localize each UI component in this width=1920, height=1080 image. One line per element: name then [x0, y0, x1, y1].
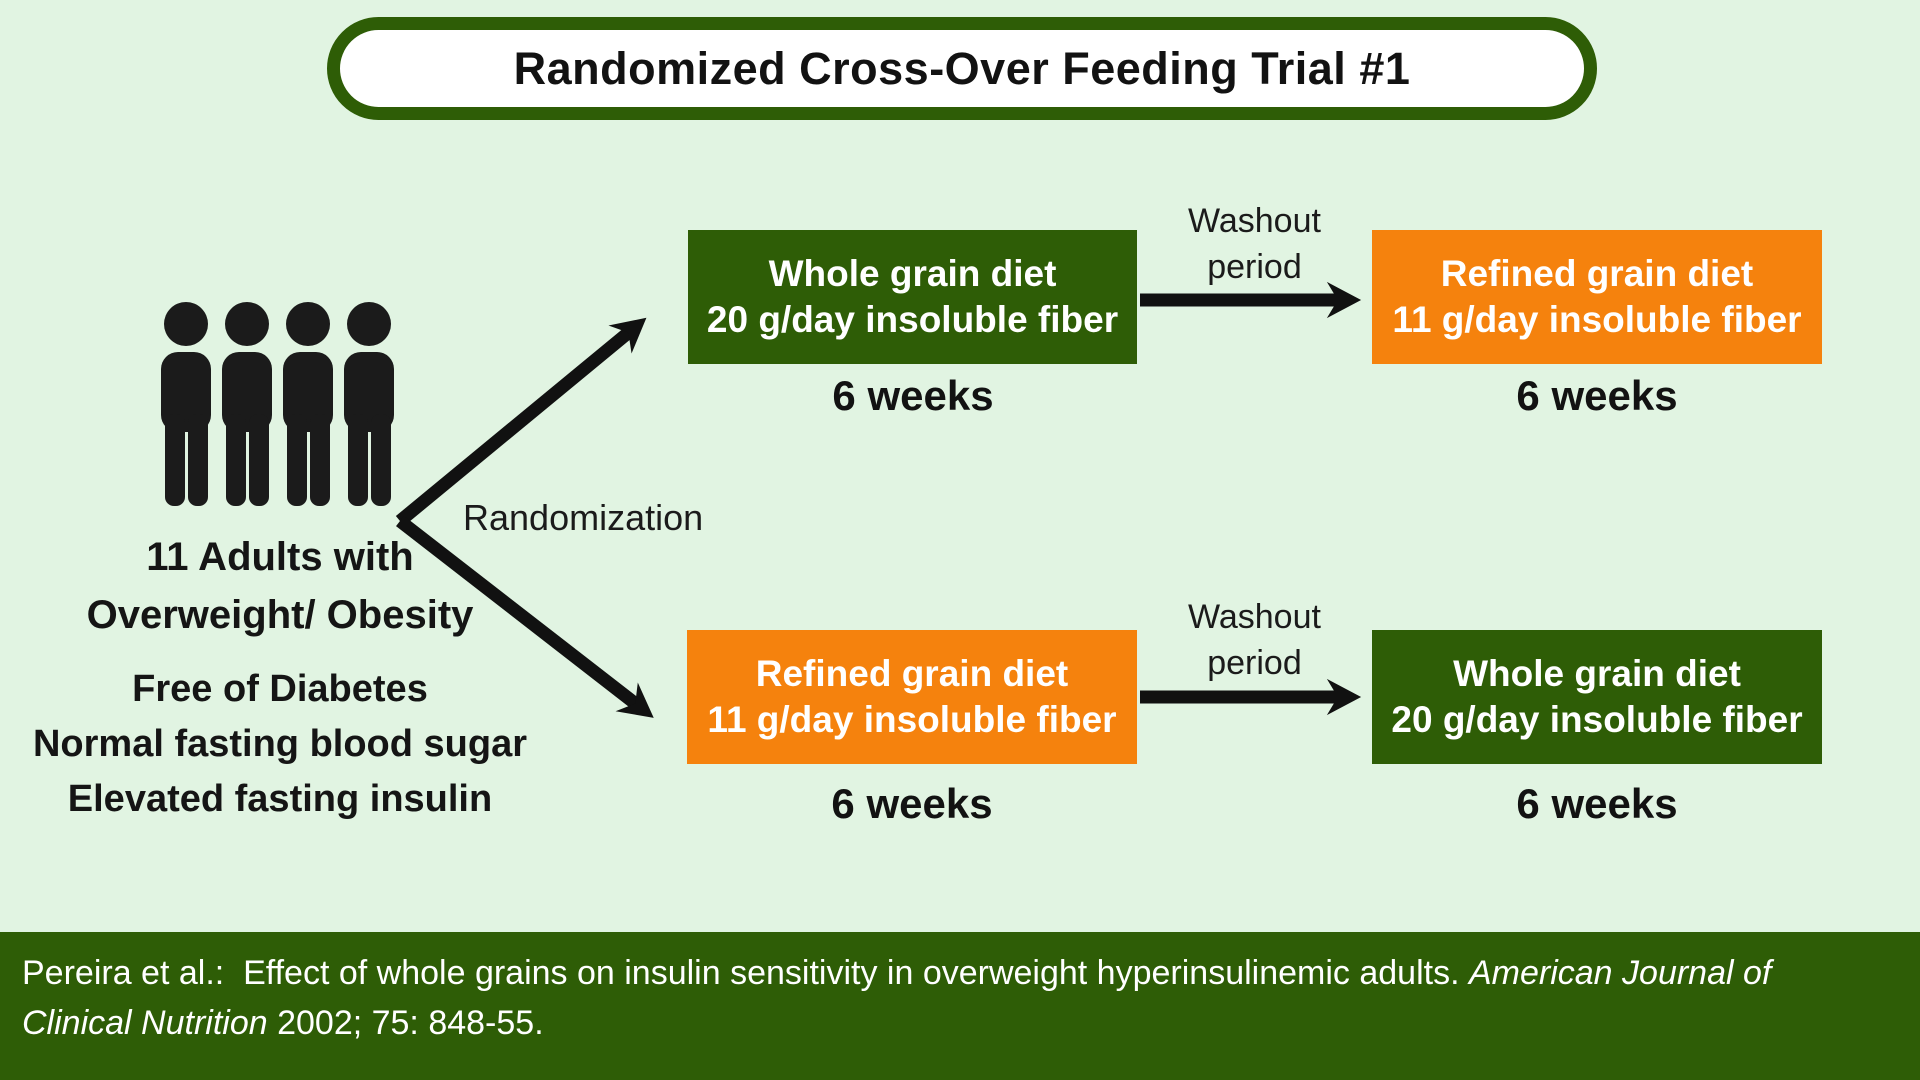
citation-text: Pereira et al.: Effect of whole grains o…: [22, 954, 1469, 992]
title-banner: Randomized Cross-Over Feeding Trial #1: [327, 17, 1597, 120]
diet-box-line2: 20 g/day insoluble fiber: [706, 299, 1119, 340]
person-icon: [344, 302, 394, 506]
page-title: Randomized Cross-Over Feeding Trial #1: [513, 42, 1411, 94]
duration-label: 6 weeks: [832, 372, 994, 419]
criterion-item: Normal fasting blood sugar: [32, 723, 528, 765]
washout-label-top: Washout period: [1137, 198, 1372, 290]
people-group-icon: [146, 300, 412, 512]
diet-box-line2: 20 g/day insoluble fiber: [1391, 699, 1803, 740]
citation-text: 2002; 75: 848-55.: [267, 1004, 544, 1042]
population-criteria: Free of Diabetes Normal fasting blood su…: [10, 662, 550, 827]
diet-box-line2: 11 g/day insoluble fiber: [1392, 299, 1802, 340]
citation-line1: Pereira et al.: Effect of whole grains o…: [22, 948, 1896, 998]
criterion-item: Elevated fasting insulin: [67, 778, 493, 820]
washout-line1: Washout: [1188, 598, 1321, 636]
citation-journal-name: American Journal of: [1468, 954, 1772, 992]
washout-label-bottom: Washout period: [1137, 594, 1372, 686]
randomization-arrow-up-icon: [395, 317, 647, 527]
diet-box-line1: Refined grain diet: [1440, 253, 1754, 294]
diet-box-whole-grain-first: Whole grain diet 20 g/day insoluble fibe…: [688, 230, 1137, 364]
diet-box-line1: Refined grain diet: [755, 653, 1069, 694]
criterion-item: Free of Diabetes: [132, 668, 428, 710]
diet-box-line1: Whole grain diet: [1453, 653, 1741, 694]
citation-journal-name: Clinical Nutrition: [22, 1004, 268, 1042]
citation-bar: Pereira et al.: Effect of whole grains o…: [0, 932, 1920, 1080]
washout-line2: period: [1207, 248, 1302, 286]
diet-box-whole-grain-second: Whole grain diet 20 g/day insoluble fibe…: [1372, 630, 1822, 764]
person-icon: [161, 302, 211, 506]
population-label-line2: Overweight/ Obesity: [86, 593, 474, 637]
population-label-line1: 11 Adults with: [146, 535, 414, 579]
duration-label: 6 weeks: [831, 780, 993, 827]
person-icon: [283, 302, 333, 506]
duration-label: 6 weeks: [1516, 372, 1678, 419]
randomization-label: Randomization: [463, 497, 704, 538]
person-icon: [222, 302, 272, 506]
citation-line2: Clinical Nutrition 2002; 75: 848-55.: [22, 998, 1896, 1048]
diet-box-refined-grain-first: Refined grain diet 11 g/day insoluble fi…: [687, 630, 1137, 764]
population-label: 11 Adults with Overweight/ Obesity: [10, 528, 550, 644]
diet-box-line1: Whole grain diet: [768, 253, 1057, 294]
duration-label: 6 weeks: [1516, 780, 1678, 827]
diet-box-refined-grain-second: Refined grain diet 11 g/day insoluble fi…: [1372, 230, 1822, 364]
washout-line1: Washout: [1188, 202, 1321, 240]
diet-box-line2: 11 g/day insoluble fiber: [707, 699, 1117, 740]
washout-line2: period: [1207, 644, 1302, 682]
